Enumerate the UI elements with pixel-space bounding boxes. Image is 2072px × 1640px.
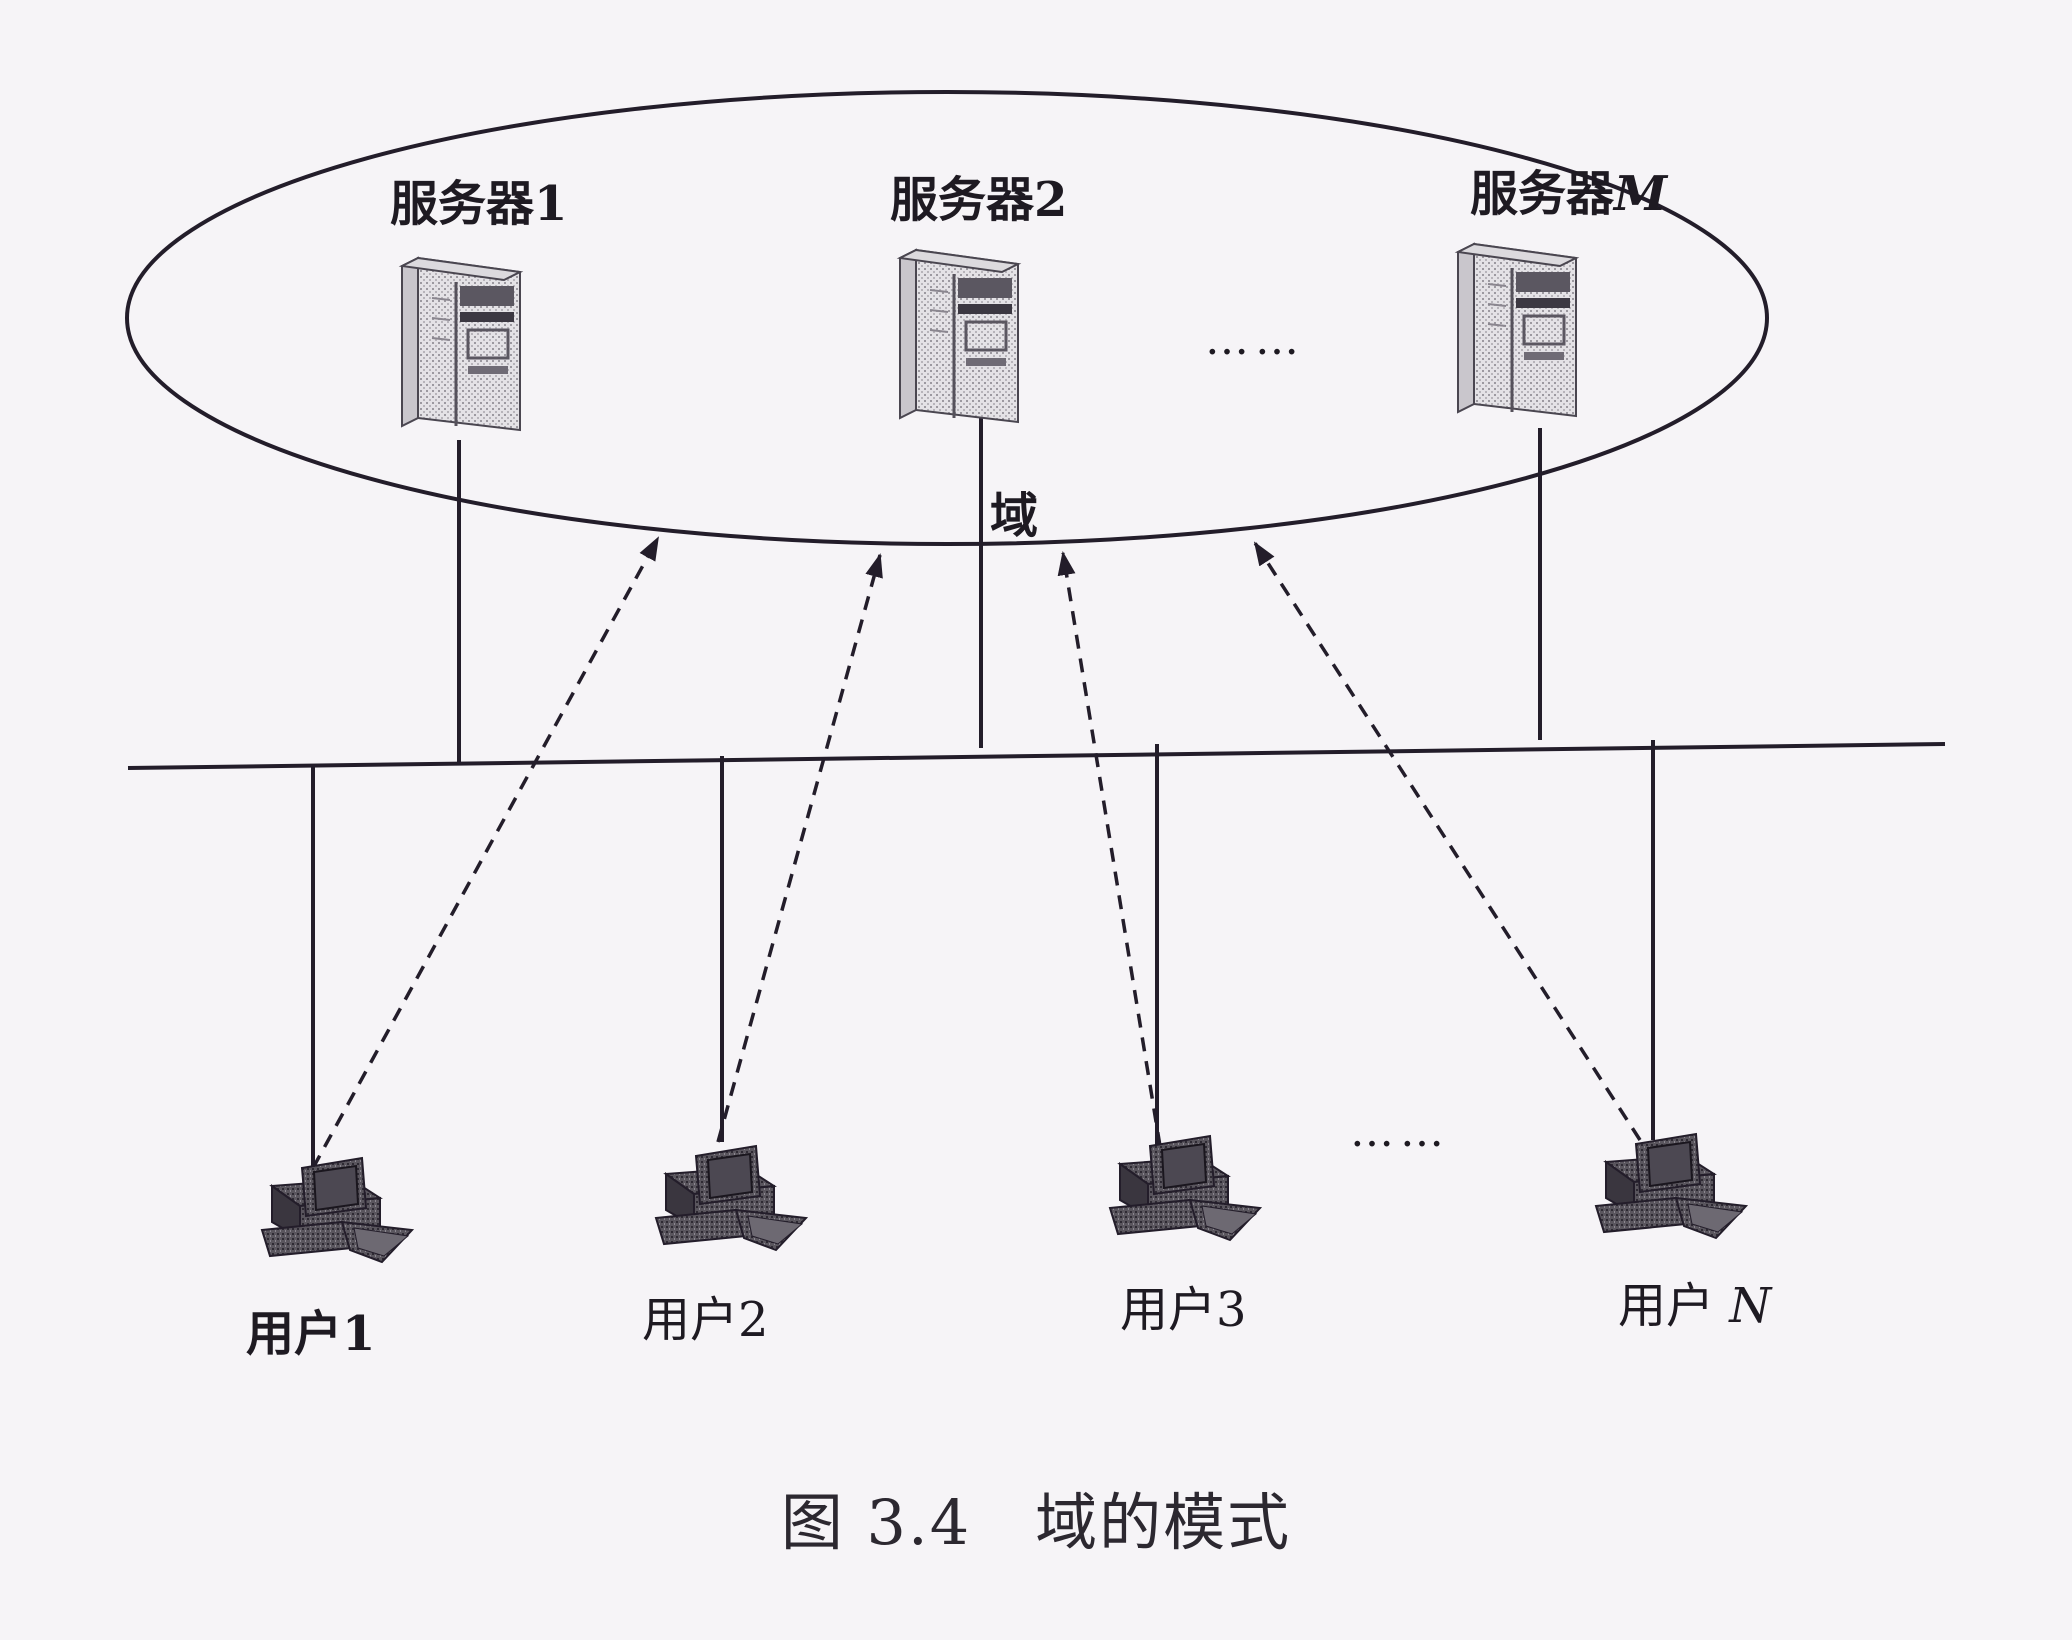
server-tower-icon <box>1456 242 1578 418</box>
desktop-computer-icon <box>655 1145 807 1251</box>
server-tower-icon <box>898 248 1020 424</box>
user-1-request-arrow <box>311 536 660 1169</box>
desktop-computer-icon <box>1595 1133 1747 1239</box>
network-bus-line <box>127 742 1946 770</box>
user-3-request-arrow <box>1057 551 1162 1147</box>
server-tower-icon <box>400 256 522 432</box>
server-1-label: 服务器1 <box>390 176 568 232</box>
user-2-request-arrow <box>716 553 883 1143</box>
user-2-label: 用户2 <box>642 1292 769 1348</box>
user-ellipsis: …… <box>1350 1106 1450 1157</box>
desktop-computer-icon <box>1109 1135 1261 1241</box>
desktop-computer-icon <box>261 1157 413 1263</box>
domain-label: 域 <box>990 488 1039 544</box>
domain-ellipse <box>125 90 1769 546</box>
server-m-label: 服务器M <box>1470 166 1668 222</box>
user-3-label: 用户3 <box>1120 1282 1247 1338</box>
user-n-request-arrow <box>1253 541 1642 1141</box>
user-n-label: 用户 N <box>1618 1278 1772 1334</box>
server-2-label: 服务器2 <box>890 172 1068 228</box>
server-ellipsis: …… <box>1205 314 1305 365</box>
user-1-label: 用户1 <box>246 1306 376 1362</box>
figure-caption: 图 3.4 域的模式 <box>780 1486 1292 1559</box>
